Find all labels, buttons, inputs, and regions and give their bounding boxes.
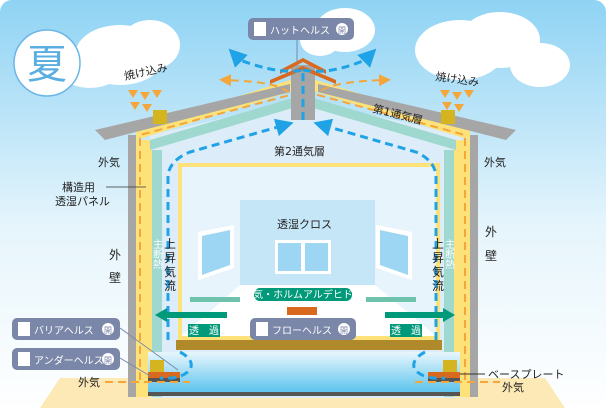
moisture-arrows (155, 297, 455, 322)
insulation-labels: 主断熱 主断熱 (153, 239, 455, 271)
permeate-badge-right (390, 324, 422, 337)
badge-flow-health: フローヘルス 開 (250, 318, 356, 340)
svg-text:主: 主 (153, 239, 163, 251)
svg-text:断: 断 (445, 248, 455, 261)
auto-open-close-icon (18, 352, 30, 366)
outer-wall-label: 壁 (485, 248, 497, 263)
svg-text:開: 開 (338, 26, 346, 35)
svg-text:気: 気 (164, 264, 176, 279)
base-plate-label: ベースプレート (488, 368, 564, 381)
airflow-lines (105, 48, 500, 383)
outside-air-label: 外気 (78, 375, 100, 389)
panel-left (152, 150, 162, 397)
panel-label: 透湿パネル (55, 195, 110, 208)
svg-text:昇: 昇 (432, 251, 444, 265)
panel-right (444, 150, 454, 397)
outer-wall-left (128, 135, 136, 397)
second-vent-label: 第2通気層 (274, 144, 325, 158)
badge-barrier-health: バリアヘルス 開 (12, 318, 120, 340)
outer-wall-label: 外 (485, 225, 497, 239)
svg-text:上: 上 (164, 237, 176, 251)
sun-heat-arrows (128, 90, 474, 112)
outer-wall-label: 外 (109, 248, 121, 262)
outside-air-label: 外気 (98, 155, 120, 169)
svg-text:開: 開 (104, 326, 112, 335)
outside-air-label: 外気 (502, 380, 524, 394)
outer-wall-right (470, 135, 478, 397)
auto-open-close-icon (18, 322, 30, 336)
svg-text:流: 流 (164, 279, 176, 293)
sun-heat-label-right: 焼け込み (435, 70, 480, 89)
svg-text:アンダーヘルス: アンダーヘルス (34, 354, 104, 367)
badge-under-health: アンダーヘルス 開 (12, 348, 120, 370)
moisture-badge (254, 288, 352, 301)
svg-text:断: 断 (153, 248, 163, 261)
roof-panel (150, 95, 456, 150)
floor (176, 340, 442, 350)
moisture-label: 湿気・ホルムアルデヒド等 (243, 288, 363, 301)
permeate-label: 透 過 (391, 325, 421, 337)
season-label: 夏 (27, 42, 67, 88)
auto-open-close-icon (256, 322, 268, 336)
base-plate-right (428, 372, 460, 378)
permeate-badge-left (188, 324, 220, 337)
svg-text:熱: 熱 (153, 258, 163, 271)
base-plate-left (148, 372, 180, 378)
permeate-label: 透 過 (189, 325, 219, 337)
outer-wall-label: 壁 (109, 270, 121, 285)
svg-text:開: 開 (340, 326, 348, 335)
svg-text:上: 上 (432, 237, 444, 251)
svg-text:フローヘルス: フローヘルス (272, 326, 332, 337)
underfloor-space (148, 352, 460, 392)
svg-text:昇: 昇 (164, 251, 176, 265)
roof-right (318, 84, 516, 140)
svg-text:熱: 熱 (445, 258, 455, 271)
flow-health-vent (287, 307, 317, 315)
svg-text:主: 主 (445, 239, 455, 251)
panel-label: 構造用 (62, 180, 95, 194)
roof-left (95, 84, 290, 140)
outside-air-label: 外気 (484, 155, 506, 169)
svg-text:流: 流 (432, 279, 444, 293)
ridge-cap (280, 58, 326, 74)
svg-text:気: 気 (432, 264, 444, 279)
auto-open-close-icon (254, 22, 266, 36)
svg-text:ハットヘルス: ハットヘルス (270, 26, 330, 37)
svg-text:バリアヘルス: バリアヘルス (34, 325, 94, 337)
svg-text:開: 開 (104, 356, 112, 365)
cloth-label: 透湿クロス (277, 218, 332, 231)
clouds (60, 8, 570, 88)
badge-hat-health: ハットヘルス 開 (248, 18, 354, 40)
season-badge (13, 29, 81, 97)
